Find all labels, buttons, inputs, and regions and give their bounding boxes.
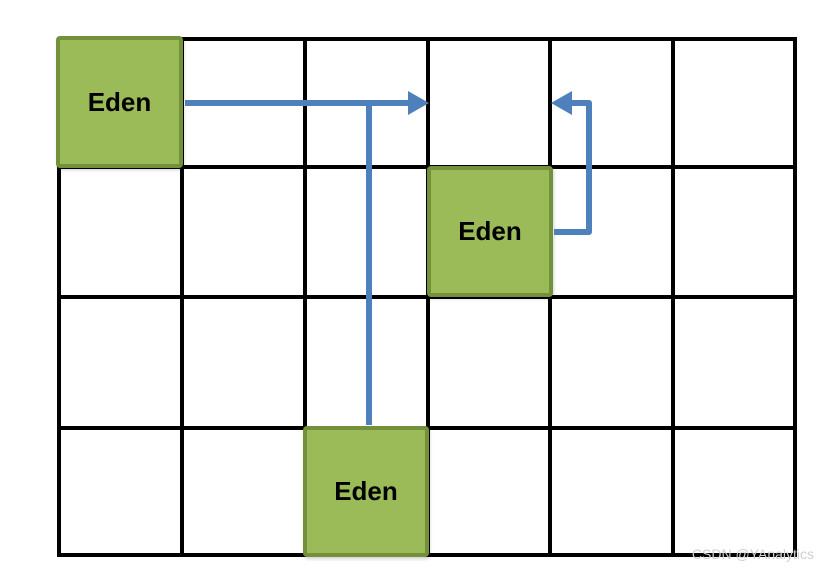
grid-line-horizontal-2 [57, 295, 797, 299]
eden-cell-middle: Eden [427, 166, 553, 297]
eden-cell-label: Eden [458, 216, 522, 246]
eden-cell-label: Eden [87, 86, 152, 117]
watermark: CSDN @YAnalytics [691, 546, 814, 562]
eden-cell-top-left: Eden [56, 36, 183, 168]
eden-cell-bottom: Eden [303, 426, 429, 557]
eden-cell-label: Eden [334, 476, 398, 506]
